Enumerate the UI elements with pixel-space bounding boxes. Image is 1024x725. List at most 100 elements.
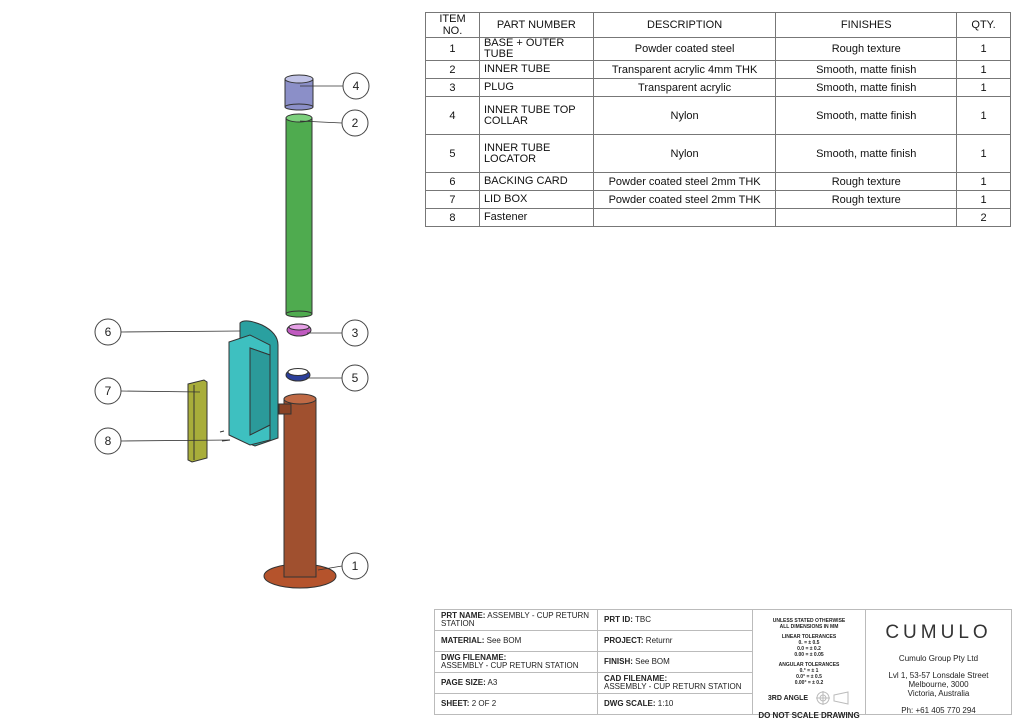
bill-of-materials: ITEM NO. PART NUMBER DESCRIPTION FINISHE… bbox=[425, 12, 1011, 227]
balloon-2: 2 bbox=[341, 109, 369, 137]
balloon-1: 1 bbox=[341, 552, 369, 580]
bom-cell-desc bbox=[592, 208, 777, 227]
angular-title: ANGULAR TOLERANCES bbox=[778, 662, 840, 668]
finish-cell: FINISH: See BOM bbox=[598, 652, 752, 673]
bom-cell-qty: 1 bbox=[956, 60, 1011, 79]
bom-cell-part: BASE + OUTER TUBE bbox=[478, 37, 594, 61]
company-logo: CUMULO bbox=[885, 622, 992, 643]
bom-cell-finish: Smooth, matte finish bbox=[775, 134, 958, 173]
part-inner-tube-top-collar bbox=[284, 78, 314, 108]
balloon-8: 8 bbox=[94, 427, 122, 455]
bom-cell-item: 2 bbox=[425, 60, 480, 79]
bom-header: ITEM NO. PART NUMBER DESCRIPTION FINISHE… bbox=[425, 12, 1011, 38]
bom-cell-item: 1 bbox=[425, 37, 480, 61]
linear-title: LINEAR TOLERANCES bbox=[781, 634, 837, 640]
balloon-7: 7 bbox=[94, 377, 122, 405]
part-lid-box bbox=[187, 379, 208, 463]
header-description: DESCRIPTION bbox=[592, 12, 777, 38]
angular-tol: 0.0° = ± 0.5 bbox=[796, 674, 822, 680]
bom-cell-qty: 1 bbox=[956, 78, 1011, 97]
bom-cell-desc: Nylon bbox=[592, 134, 777, 173]
part-inner-tube bbox=[285, 117, 313, 315]
bom-cell-desc: Powder coated steel 2mm THK bbox=[592, 190, 777, 209]
third-angle-projection-icon bbox=[816, 691, 849, 705]
part-outer-tube bbox=[283, 398, 317, 578]
balloon-6: 6 bbox=[94, 318, 122, 346]
header-finishes: FINISHES bbox=[775, 12, 958, 38]
bom-cell-item: 6 bbox=[425, 172, 480, 191]
angular-tol: 0.° = ± 1 bbox=[799, 668, 819, 674]
header-qty: QTY. bbox=[956, 12, 1011, 38]
bom-cell-desc: Nylon bbox=[592, 96, 777, 135]
svg-text:4: 4 bbox=[353, 79, 360, 93]
bom-cell-part: PLUG bbox=[478, 78, 594, 97]
header-part-number: PART NUMBER bbox=[478, 12, 594, 38]
company-phone: Ph: +61 405 770 294 bbox=[901, 706, 976, 715]
linear-tol: 0.00 = ± 0.05 bbox=[794, 652, 824, 658]
bom-cell-qty: 1 bbox=[956, 172, 1011, 191]
bom-cell-part: INNER TUBE TOP COLLAR bbox=[478, 96, 594, 135]
bom-cell-qty: 1 bbox=[956, 37, 1011, 61]
svg-text:6: 6 bbox=[105, 325, 112, 339]
bom-cell-finish bbox=[775, 208, 958, 227]
cad-filename-cell: CAD FILENAME:ASSEMBLY - CUP RETURN STATI… bbox=[598, 673, 752, 694]
svg-text:5: 5 bbox=[352, 371, 359, 385]
linear-tol: 0. = ± 0.5 bbox=[798, 640, 820, 646]
bom-cell-item: 5 bbox=[425, 134, 480, 173]
svg-text:8: 8 bbox=[105, 434, 112, 448]
svg-text:1: 1 bbox=[352, 559, 359, 573]
svg-text:2: 2 bbox=[352, 116, 359, 130]
dwg-filename-cell: DWG FILENAME:ASSEMBLY - CUP RETURN STATI… bbox=[435, 652, 597, 673]
bom-cell-finish: Rough texture bbox=[775, 172, 958, 191]
project-cell: PROJECT: Returnr bbox=[598, 631, 752, 652]
bom-cell-desc: Transparent acrylic 4mm THK bbox=[592, 60, 777, 79]
prt-name-cell: PRT NAME: ASSEMBLY - CUP RETURN STATION bbox=[435, 610, 597, 631]
svg-text:3: 3 bbox=[352, 326, 359, 340]
bom-cell-item: 7 bbox=[425, 190, 480, 209]
linear-tol: 0.0 = ± 0.2 bbox=[797, 646, 821, 652]
bom-cell-part: INNER TUBE bbox=[478, 60, 594, 79]
bom-cell-item: 3 bbox=[425, 78, 480, 97]
company-block: CUMULO Cumulo Group Pty Ltd Lvl 1, 53-57… bbox=[866, 610, 1011, 715]
bom-cell-desc: Powder coated steel bbox=[592, 37, 777, 61]
projection-label: 3RD ANGLE bbox=[767, 694, 809, 702]
balloon-3: 3 bbox=[341, 319, 369, 347]
bom-cell-desc: Transparent acrylic bbox=[592, 78, 777, 97]
do-not-scale-warning: DO NOT SCALE DRAWING bbox=[758, 711, 860, 720]
bom-cell-qty: 1 bbox=[956, 96, 1011, 135]
company-name: Cumulo Group Pty Ltd bbox=[898, 654, 979, 663]
bom-cell-finish: Rough texture bbox=[775, 190, 958, 209]
bom-cell-finish: Rough texture bbox=[775, 37, 958, 61]
material-cell: MATERIAL: See BOM bbox=[435, 631, 597, 652]
bom-cell-desc: Powder coated steel 2mm THK bbox=[592, 172, 777, 191]
angular-tol: 0.00° = ± 0.2 bbox=[794, 680, 824, 686]
bom-cell-qty: 2 bbox=[956, 208, 1011, 227]
prt-id-cell: PRT ID: TBC bbox=[598, 610, 752, 631]
bom-cell-part: Fastener bbox=[478, 208, 594, 227]
bom-cell-item: 8 bbox=[425, 208, 480, 227]
tolerances-block: UNLESS STATED OTHERWISE ALL DIMENSIONS I… bbox=[753, 610, 866, 720]
balloon-4: 4 bbox=[342, 72, 370, 100]
balloon-5: 5 bbox=[341, 364, 369, 392]
bom-cell-item: 4 bbox=[425, 96, 480, 135]
bom-cell-part: INNER TUBE LOCATOR bbox=[478, 134, 594, 173]
bom-cell-part: BACKING CARD bbox=[478, 172, 594, 191]
tol-note: ALL DIMENSIONS IN MM bbox=[779, 624, 839, 630]
bom-cell-part: LID BOX bbox=[478, 190, 594, 209]
header-item-no: ITEM NO. bbox=[425, 12, 480, 38]
sheet-cell: SHEET: 2 OF 2 bbox=[441, 699, 497, 708]
tol-note: UNLESS STATED OTHERWISE bbox=[772, 618, 846, 624]
bom-cell-finish: Smooth, matte finish bbox=[775, 78, 958, 97]
page-size-cell: PAGE SIZE: A3 bbox=[435, 673, 597, 694]
bom-cell-finish: Smooth, matte finish bbox=[775, 96, 958, 135]
svg-text:7: 7 bbox=[105, 384, 112, 398]
